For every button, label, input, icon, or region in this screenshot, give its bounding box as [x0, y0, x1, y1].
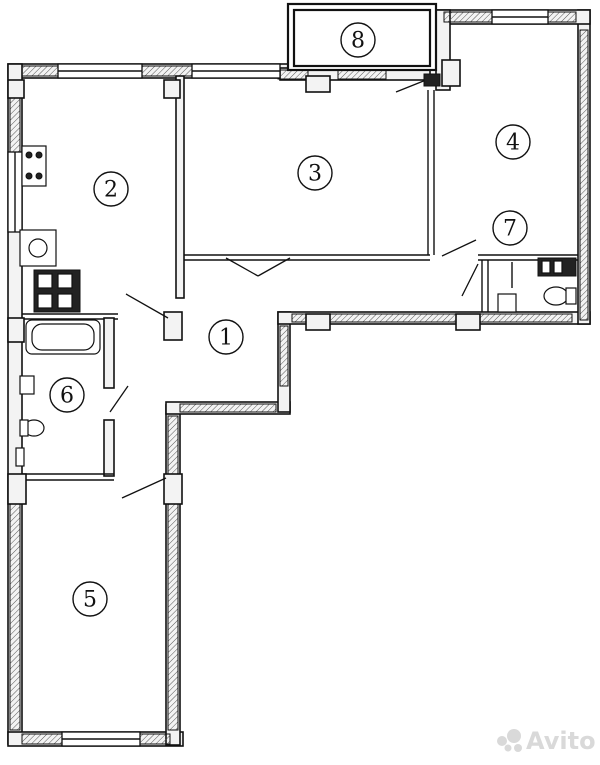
room-label-3: 3	[297, 155, 333, 191]
room-number-5: 5	[83, 588, 97, 613]
room-label-7: 7	[492, 210, 528, 246]
avito-watermark: Avito	[497, 727, 596, 755]
room-label-1: 1	[208, 319, 244, 355]
room-label-4: 4	[495, 124, 531, 160]
room-number-6: 6	[60, 384, 74, 409]
fixtures	[15, 73, 577, 467]
room-number-2: 2	[104, 178, 118, 203]
interior-walls	[7, 59, 578, 505]
room-number-3: 3	[308, 162, 322, 187]
avito-logo-icon	[497, 729, 522, 752]
watermark-text: Avito	[526, 727, 596, 755]
wall-hatching	[9, 11, 589, 745]
room-number-7: 7	[503, 217, 517, 242]
outer-walls	[7, 9, 591, 747]
doors	[109, 79, 513, 499]
room-number-1: 1	[219, 326, 233, 351]
room-label-8: 8	[340, 22, 376, 58]
room-label-2: 2	[93, 171, 129, 207]
room-label-5: 5	[72, 581, 108, 617]
room-label-6: 6	[49, 377, 85, 413]
windows	[7, 9, 549, 747]
room-number-8: 8	[351, 29, 365, 54]
room-number-4: 4	[506, 131, 520, 156]
